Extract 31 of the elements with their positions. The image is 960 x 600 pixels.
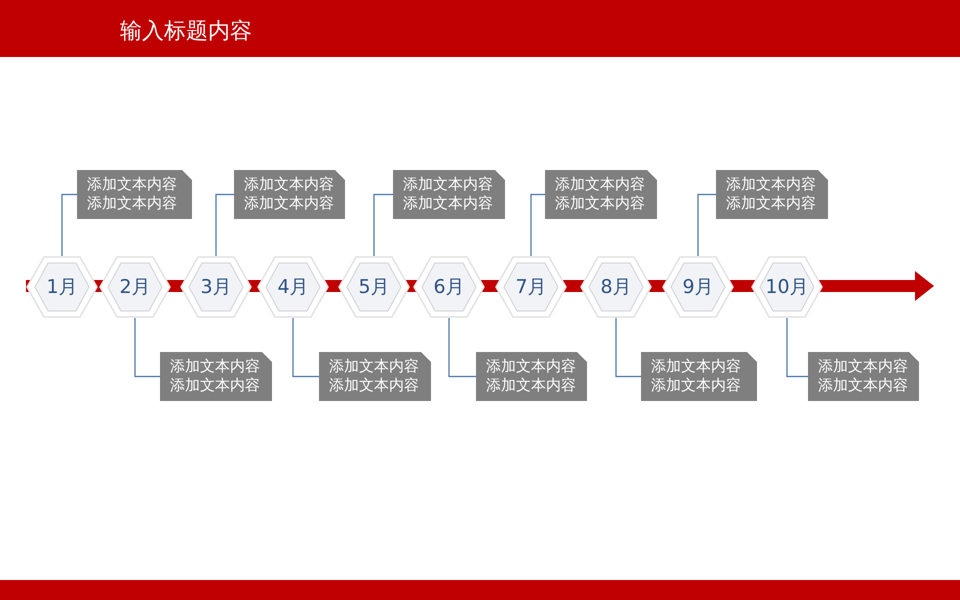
hexagon-marker: 7月: [495, 256, 567, 318]
hexagon-marker: 1月: [26, 256, 98, 318]
leader-line: [615, 318, 641, 378]
leader-line: [61, 194, 77, 256]
leader-line: [134, 318, 160, 378]
leader-line: [697, 194, 716, 256]
text-card: 添加文本内容 添加文本内容: [808, 352, 919, 401]
hexagon-marker: 5月: [338, 256, 410, 318]
text-card: 添加文本内容 添加文本内容: [319, 352, 431, 401]
text-card: 添加文本内容 添加文本内容: [716, 170, 828, 219]
text-card: 添加文本内容 添加文本内容: [393, 170, 505, 219]
text-card: 添加文本内容 添加文本内容: [545, 170, 657, 219]
text-card: 添加文本内容 添加文本内容: [77, 170, 192, 219]
text-card: 添加文本内容 添加文本内容: [234, 170, 345, 219]
leader-line: [373, 194, 393, 256]
hexagon-marker: 3月: [180, 256, 252, 318]
leader-line: [786, 318, 808, 378]
leader-line: [448, 318, 476, 378]
leader-line: [215, 194, 234, 256]
hexagon-marker: 8月: [580, 256, 652, 318]
leader-line: [292, 318, 319, 378]
text-card: 添加文本内容 添加文本内容: [641, 352, 757, 401]
hexagon-marker: 4月: [257, 256, 329, 318]
leader-line: [530, 194, 545, 256]
text-card: 添加文本内容 添加文本内容: [476, 352, 587, 401]
hexagon-marker: 6月: [413, 256, 485, 318]
text-card: 添加文本内容 添加文本内容: [160, 352, 272, 401]
hexagon-marker: 9月: [662, 256, 734, 318]
hexagon-marker: 2月: [99, 256, 171, 318]
hexagon-marker: 10月: [751, 256, 823, 318]
title: 输入标题内容: [120, 18, 252, 46]
